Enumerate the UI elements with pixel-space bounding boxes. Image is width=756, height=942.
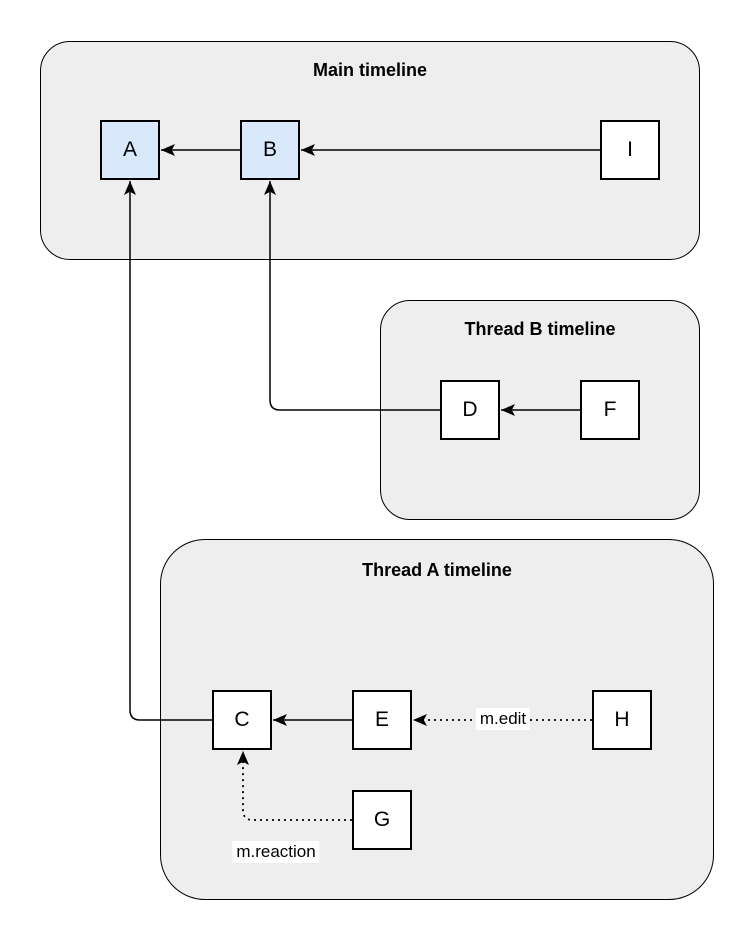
event-node-h: H xyxy=(592,690,652,750)
group-title-thread-b-timeline: Thread B timeline xyxy=(464,319,616,339)
group-thread-b-timeline: Thread B timeline xyxy=(380,300,700,520)
edge-label-m-reaction: m.reaction xyxy=(232,841,320,863)
event-node-a: A xyxy=(100,120,160,180)
event-node-e: E xyxy=(352,690,412,750)
edge-label-m-edit: m.edit xyxy=(475,708,531,730)
event-node-c: C xyxy=(212,690,272,750)
group-title-thread-a-timeline: Thread A timeline xyxy=(362,560,512,580)
group-title-main-timeline: Main timeline xyxy=(312,60,428,80)
event-node-b: B xyxy=(240,120,300,180)
event-node-i: I xyxy=(600,120,660,180)
event-node-d: D xyxy=(440,380,500,440)
event-node-g: G xyxy=(352,790,412,850)
event-node-f: F xyxy=(580,380,640,440)
